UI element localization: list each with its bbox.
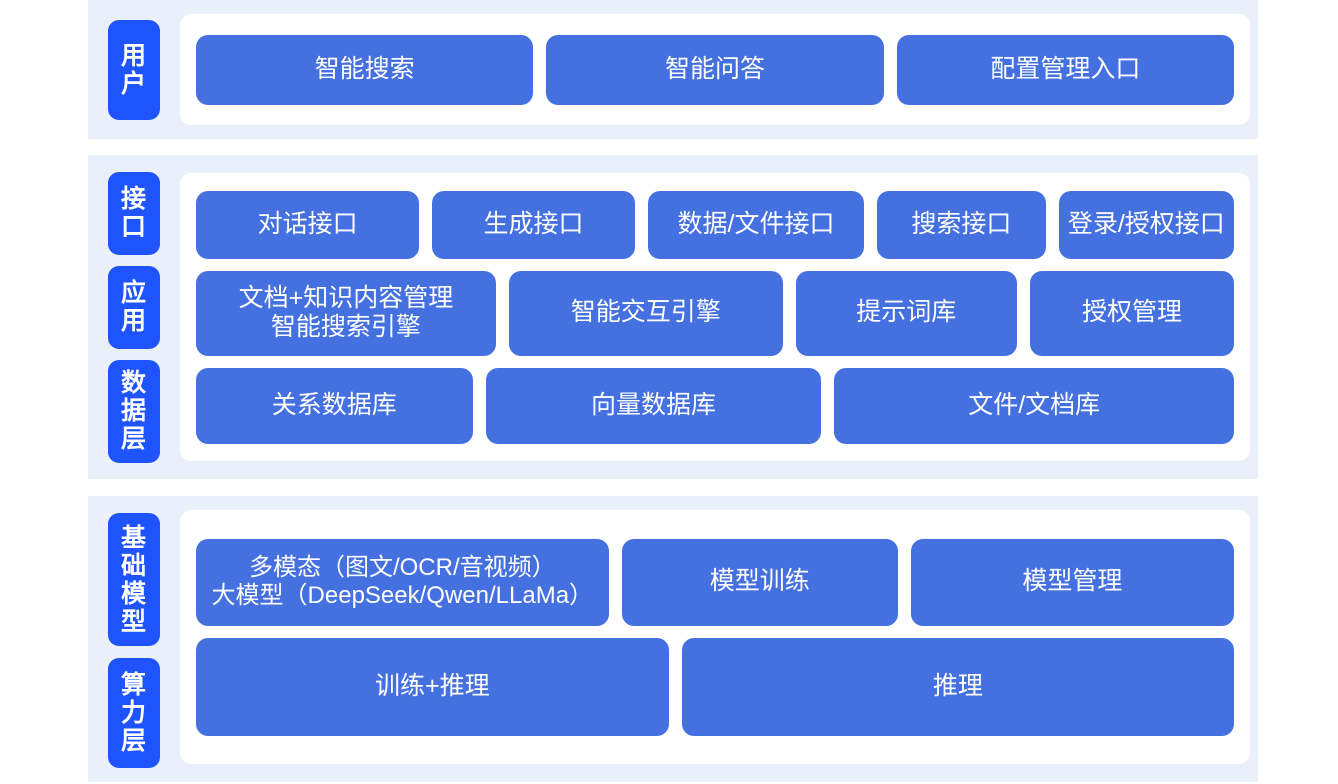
box-smart-search-label: 智能搜索 xyxy=(314,54,415,83)
layer-tag-api: 接 口 xyxy=(108,172,160,255)
box-login-auth-api[interactable]: 登录/授权接口 xyxy=(1058,190,1235,259)
box-model-management[interactable]: 模型管理 xyxy=(910,538,1234,626)
layer-tag-foundation-model-char-0: 基 xyxy=(120,523,147,552)
box-model-management-label: 模型管理 xyxy=(1022,567,1123,596)
box-prompt-library-label: 提示词库 xyxy=(856,298,957,327)
layer-tag-foundation-model-char-2: 模 xyxy=(120,579,147,608)
box-prompt-library[interactable]: 提示词库 xyxy=(795,270,1017,356)
bottom-divider xyxy=(0,782,1338,784)
box-multimodal-large-model-label-0: 多模态（图文/OCR/音视频） xyxy=(248,553,556,581)
row-compute-layer: 训练+推理 推理 xyxy=(196,637,1234,736)
layer-tag-data-layer: 数 据 层 xyxy=(108,359,160,464)
box-file-document-store-label: 文件/文档库 xyxy=(968,390,1101,419)
layer-tag-compute-layer-char-0: 算 xyxy=(120,671,147,700)
section-user: 用 户 智能搜索 智能问答 配置管理入口 xyxy=(88,0,1258,139)
box-inference[interactable]: 推理 xyxy=(681,637,1234,736)
tag-column-platform: 接 口 应 用 数 据 层 xyxy=(88,155,180,479)
box-model-training[interactable]: 模型训练 xyxy=(621,538,898,626)
box-config-management-entry-label: 配置管理入口 xyxy=(990,54,1141,83)
layer-tag-api-char-0: 接 xyxy=(120,185,147,214)
box-smart-search[interactable]: 智能搜索 xyxy=(196,34,534,105)
box-data-file-api[interactable]: 数据/文件接口 xyxy=(647,190,865,259)
tag-column-infrastructure: 基 础 模 型 算 力 层 xyxy=(88,496,180,784)
layer-tag-application-char-0: 应 xyxy=(120,279,147,308)
box-relational-database[interactable]: 关系数据库 xyxy=(196,367,473,444)
section-platform: 接 口 应 用 数 据 层 对话接口 生成接口 xyxy=(88,155,1258,479)
box-doc-knowledge-content-management-label-0: 文档+知识内容管理 xyxy=(238,283,454,312)
layer-tag-data-layer-char-0: 数 xyxy=(120,369,147,398)
layer-tag-compute-layer-char-2: 层 xyxy=(120,727,147,756)
box-authorization-management[interactable]: 授权管理 xyxy=(1029,270,1234,356)
row-application: 文档+知识内容管理 智能搜索引擎 智能交互引擎 提示词库 授权管理 xyxy=(196,270,1234,356)
card-platform: 对话接口 生成接口 数据/文件接口 搜索接口 登录/授权接口 文档+知识内容管理 xyxy=(180,173,1250,461)
box-search-api-label: 搜索接口 xyxy=(911,209,1012,238)
layer-tag-data-layer-char-2: 层 xyxy=(120,425,147,454)
box-data-file-api-label: 数据/文件接口 xyxy=(677,209,835,238)
box-config-management-entry[interactable]: 配置管理入口 xyxy=(896,34,1234,105)
layer-tag-compute-layer: 算 力 层 xyxy=(108,658,160,768)
row-data-layer: 关系数据库 向量数据库 文件/文档库 xyxy=(196,367,1234,444)
layer-tag-api-char-1: 口 xyxy=(120,213,147,242)
box-vector-database-label: 向量数据库 xyxy=(591,390,717,419)
box-multimodal-large-model[interactable]: 多模态（图文/OCR/音视频） 大模型（DeepSeek/Qwen/LLaMa） xyxy=(196,538,609,626)
box-smart-qa[interactable]: 智能问答 xyxy=(546,34,884,105)
box-smart-interaction-engine-label: 智能交互引擎 xyxy=(570,298,721,327)
layer-tag-application-char-1: 用 xyxy=(120,307,147,336)
box-dialog-api-label: 对话接口 xyxy=(257,209,358,238)
card-user: 智能搜索 智能问答 配置管理入口 xyxy=(180,14,1250,125)
box-doc-knowledge-content-management-label-1: 智能搜索引擎 xyxy=(270,313,421,341)
row-foundation-model: 多模态（图文/OCR/音视频） 大模型（DeepSeek/Qwen/LLaMa）… xyxy=(196,538,1234,626)
box-search-api[interactable]: 搜索接口 xyxy=(877,190,1046,259)
row-user-entries: 智能搜索 智能问答 配置管理入口 xyxy=(196,34,1234,105)
layer-tag-user: 用 户 xyxy=(108,19,160,120)
row-api: 对话接口 生成接口 数据/文件接口 搜索接口 登录/授权接口 xyxy=(196,190,1235,259)
box-file-document-store[interactable]: 文件/文档库 xyxy=(834,367,1234,444)
box-generation-api-label: 生成接口 xyxy=(483,209,584,238)
box-model-training-label: 模型训练 xyxy=(709,567,810,596)
layer-tag-data-layer-char-1: 据 xyxy=(120,397,147,426)
box-training-and-inference[interactable]: 训练+推理 xyxy=(196,637,669,736)
layer-tag-user-char-1: 户 xyxy=(120,69,147,98)
box-doc-knowledge-content-management[interactable]: 文档+知识内容管理 智能搜索引擎 xyxy=(196,270,496,356)
tag-column-user: 用 户 xyxy=(88,0,180,139)
layer-tag-foundation-model-char-3: 型 xyxy=(120,607,147,636)
box-vector-database[interactable]: 向量数据库 xyxy=(485,367,822,444)
box-smart-interaction-engine[interactable]: 智能交互引擎 xyxy=(508,270,783,356)
box-multimodal-large-model-label-1: 大模型（DeepSeek/Qwen/LLaMa） xyxy=(211,582,594,609)
box-smart-qa-label: 智能问答 xyxy=(664,54,765,83)
layer-tag-user-char-0: 用 xyxy=(120,41,147,70)
box-login-auth-api-label: 登录/授权接口 xyxy=(1067,209,1225,238)
card-infrastructure: 多模态（图文/OCR/音视频） 大模型（DeepSeek/Qwen/LLaMa）… xyxy=(180,510,1250,764)
layer-tag-foundation-model-char-1: 础 xyxy=(120,551,147,580)
box-dialog-api[interactable]: 对话接口 xyxy=(196,190,420,259)
box-training-and-inference-label: 训练+推理 xyxy=(375,671,490,700)
box-generation-api[interactable]: 生成接口 xyxy=(432,190,635,259)
box-authorization-management-label: 授权管理 xyxy=(1081,298,1182,327)
box-inference-label: 推理 xyxy=(932,671,983,700)
section-infrastructure: 基 础 模 型 算 力 层 多模态（图文/OCR/音视频） 大模型（DeepSe… xyxy=(88,496,1258,784)
layer-tag-application: 应 用 xyxy=(108,265,160,349)
layer-tag-foundation-model: 基 础 模 型 xyxy=(108,513,160,647)
box-relational-database-label: 关系数据库 xyxy=(271,390,397,419)
layer-tag-compute-layer-char-1: 力 xyxy=(120,699,147,728)
